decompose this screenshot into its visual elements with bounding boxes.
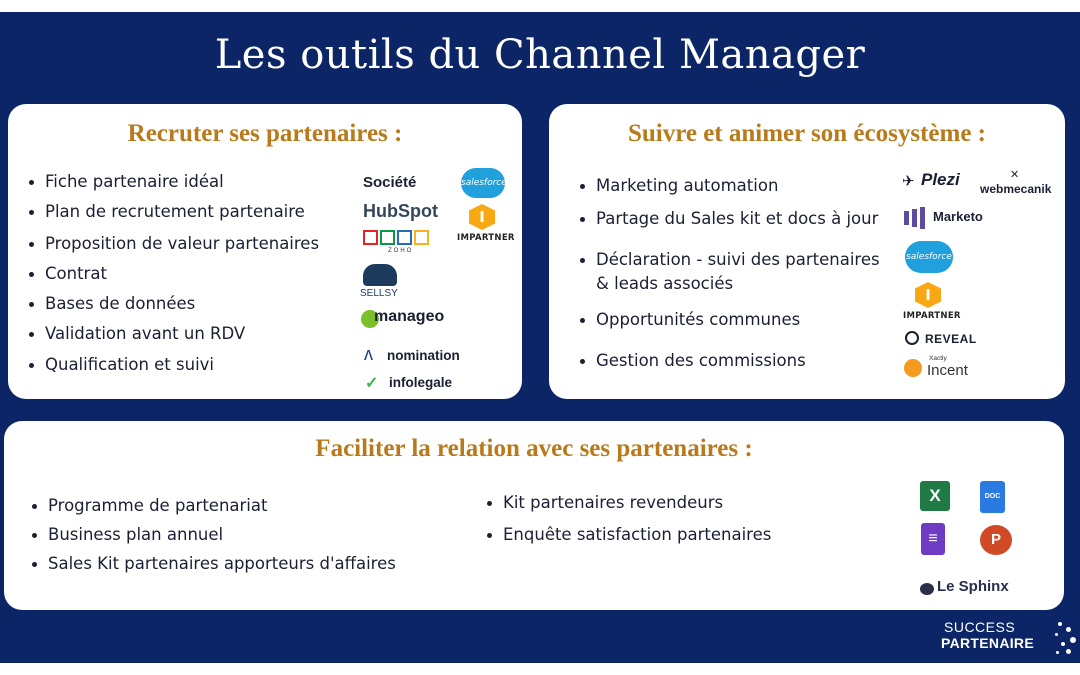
list-item: Opportunités communes: [579, 308, 800, 332]
list-item: Marketing automation: [579, 174, 778, 198]
page-title: Les outils du Channel Manager: [214, 32, 866, 78]
hubspot-logo: HubSpot: [363, 201, 438, 221]
infolegale-logo: infolegale: [389, 375, 453, 390]
brand-dots-icon: [1052, 618, 1078, 658]
impartner-logo: IMPARTNER: [457, 233, 515, 243]
reveal-logo: REVEAL: [925, 332, 977, 346]
webmecanik-logo: webmecanik: [980, 182, 1052, 196]
nomination-icon: ᴧ: [364, 344, 373, 364]
sellsy-logo: SELLSY: [360, 288, 398, 299]
list-item: Programme de partenariat: [31, 494, 267, 518]
list-item: Fiche partenaire idéal: [29, 170, 224, 194]
card-title-recruit: Recruter ses partenaires :: [127, 120, 403, 147]
list-item: Plan de recrutement partenaire: [29, 200, 305, 224]
manageo-icon: [361, 310, 379, 328]
lesphinx-logo: Le Sphinx: [937, 578, 1009, 595]
list-item: Enquête satisfaction partenaires: [486, 523, 771, 547]
societe-logo: Société: [363, 174, 417, 191]
nomination-logo: nomination: [387, 348, 460, 363]
checkmark-icon: ✓: [365, 375, 379, 392]
xactly-icon: [904, 359, 922, 377]
impartner-logo: IMPARTNER: [903, 311, 961, 321]
list-item: Validation avant un RDV: [28, 322, 245, 346]
excel-icon: X: [920, 481, 950, 511]
card-follow: Suivre et animer son écosystème : Market…: [549, 104, 1065, 399]
brand-line1: SUCCESS: [944, 619, 1016, 635]
list-item-continuation: & leads associés: [596, 274, 734, 293]
list-item: Qualification et suivi: [28, 353, 214, 377]
salesforce-logo: salesforce: [461, 168, 507, 198]
powerpoint-icon: P: [980, 525, 1012, 555]
salesforce-logo: salesforce: [905, 241, 953, 273]
card-title-follow: Suivre et animer son écosystème :: [627, 120, 987, 147]
card-facilitate: Faciliter la relation avec ses partenair…: [4, 421, 1064, 610]
sellsy-icon: [363, 264, 397, 286]
zoho-logo-mark: [363, 230, 429, 248]
forms-icon: ≡: [921, 523, 945, 555]
card-recruit: Recruter ses partenaires : Fiche partena…: [8, 104, 522, 399]
manageo-logo: manageo: [374, 308, 445, 325]
card-title-facilitate: Faciliter la relation avec ses partenair…: [315, 435, 753, 462]
lesphinx-icon: [920, 583, 934, 595]
impartner-icon: I: [915, 282, 941, 308]
docs-icon: DOC: [980, 481, 1005, 513]
zoho-logo: ZOHO: [388, 248, 414, 254]
brand-line2: PARTENAIRE: [941, 635, 1034, 651]
reveal-icon: [905, 331, 919, 345]
list-item: Bases de données: [28, 292, 195, 316]
list-item: Déclaration - suivi des partenaires: [580, 248, 880, 272]
list-item: Gestion des commissions: [580, 349, 806, 373]
webmecanik-icon: ✕: [1010, 169, 1020, 181]
list-item: Kit partenaires revendeurs: [486, 491, 723, 515]
xactly-logo: Xactly: [929, 355, 947, 362]
list-item: Business plan annuel: [31, 523, 223, 547]
list-item: Contrat: [29, 262, 107, 286]
list-item: Sales Kit partenaires apporteurs d'affai…: [32, 552, 396, 576]
plezi-logo: Plezi: [921, 170, 960, 189]
slide-background: Les outils du Channel Manager Recruter s…: [0, 12, 1080, 663]
incent-logo: Incent: [927, 362, 968, 379]
list-item: Proposition de valeur partenaires: [28, 232, 319, 256]
impartner-icon: I: [469, 204, 495, 230]
marketo-logo: Marketo: [933, 209, 983, 224]
list-item: Partage du Sales kit et docs à jour: [579, 207, 878, 231]
plezi-icon: ✈: [902, 173, 915, 190]
marketo-icon: [904, 207, 926, 229]
